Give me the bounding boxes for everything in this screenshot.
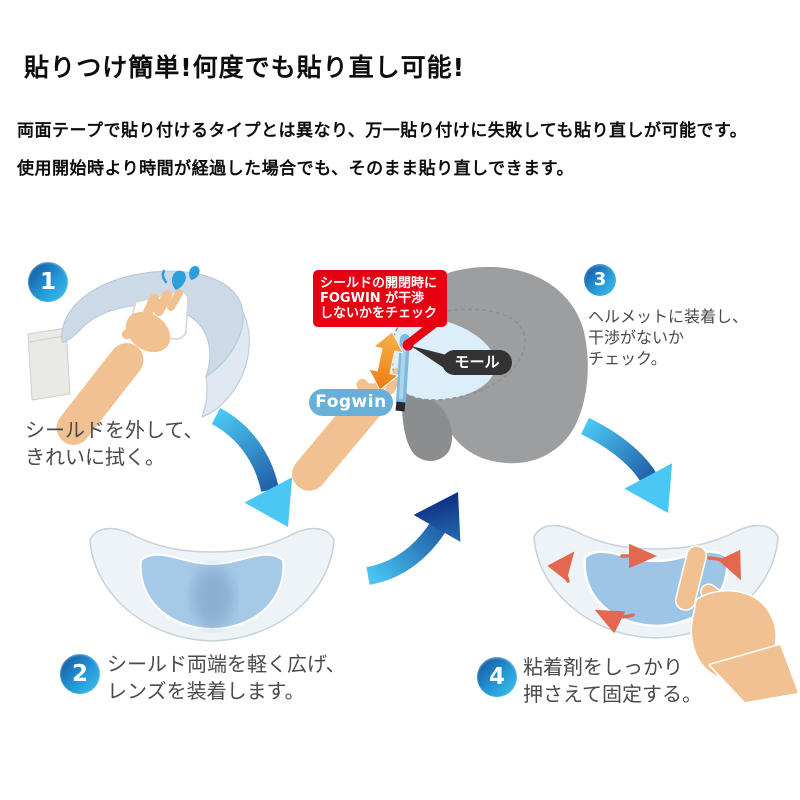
helmet-shield-band xyxy=(61,270,250,418)
step4-caption-line: 押さえて固定する。 xyxy=(523,682,702,706)
interference-callout: シールドの開閉時に FOGWIN が干渉 しないかをチェック xyxy=(313,270,447,327)
intro-line-2: 使用開始時より時間が経過した場合でも、そのまま貼り直しできます。 xyxy=(17,159,574,179)
pressing-hand xyxy=(674,545,800,704)
page-title: 貼りつけ簡単!何度でも貼り直し可能! xyxy=(24,53,466,82)
interference-point xyxy=(402,339,414,351)
step2-caption-line: レンズを装着します。 xyxy=(107,679,305,703)
step1-illustration xyxy=(27,266,250,445)
step4-caption: 粘着剤をしっかり 押さえて固定する。 xyxy=(523,654,702,708)
flow-arrow-step1-to-step2 xyxy=(211,408,293,527)
flow-arrow-step3-to-step4 xyxy=(580,417,673,513)
step3-caption-line: 干渉がないか xyxy=(588,328,685,347)
step4-badge: 4 xyxy=(477,657,517,697)
helmet-chin-guard xyxy=(402,388,453,461)
step1-caption: シールドを外して、 きれいに拭く。 xyxy=(25,417,203,471)
step3-caption: ヘルメットに装着し、 干渉がないか チェック。 xyxy=(588,306,748,369)
mall-label-tail xyxy=(411,346,447,370)
fogwin-label: Fogwin xyxy=(309,389,393,416)
step2-caption: シールド両端を軽く広げ、 レンズを装着します。 xyxy=(107,651,346,705)
step1-badge: 1 xyxy=(28,262,68,302)
step2-illustration xyxy=(89,527,335,642)
step1-caption-line: シールドを外して、 xyxy=(25,418,204,442)
callout-tail xyxy=(405,323,437,347)
step1-caption-line: きれいに拭く。 xyxy=(25,445,165,469)
step4-caption-line: 粘着剤をしっかり xyxy=(523,655,683,679)
callout-line: シールドの開閉時に xyxy=(320,276,438,291)
step3-badge: 3 xyxy=(584,264,616,296)
intro-line-1: 両面テープで貼り付けるタイプとは異なり、万一貼り付けに失敗しても貼り直しが可能で… xyxy=(17,121,748,141)
callout-line: しないかをチェック xyxy=(320,306,438,321)
mall-label: モール xyxy=(442,350,512,375)
callout-line: FOGWIN が干渉 xyxy=(320,291,425,306)
flow-arrow-step2-to-check xyxy=(366,492,461,585)
lens-shade xyxy=(192,567,234,627)
step3-caption-line: ヘルメットに装着し、 xyxy=(588,307,749,326)
wiping-hand xyxy=(56,289,183,445)
lens-packet xyxy=(27,327,71,401)
step2-caption-line: シールド両端を軽く広げ、 xyxy=(107,652,346,676)
fogwin-lens-strip xyxy=(396,334,410,406)
press-direction-arrows xyxy=(547,543,741,634)
water-droplets-icon xyxy=(161,266,200,290)
shield-pivot xyxy=(395,401,406,412)
step2-badge: 2 xyxy=(60,654,100,694)
step4-illustration xyxy=(533,524,800,704)
step3-caption-line: チェック。 xyxy=(588,349,667,368)
